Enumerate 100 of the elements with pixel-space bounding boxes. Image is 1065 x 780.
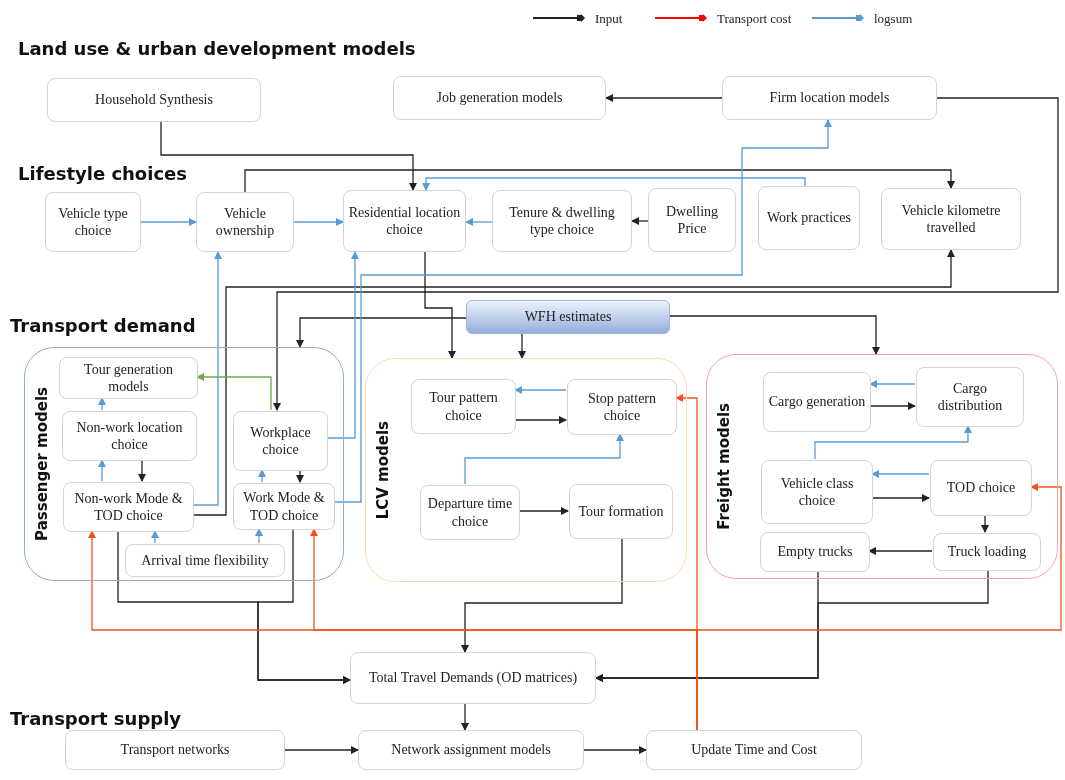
process-box bbox=[343, 190, 466, 252]
arrow bbox=[296, 317, 467, 348]
arrow bbox=[981, 514, 989, 533]
node-label: Job generation models bbox=[436, 89, 563, 107]
arrow bbox=[333, 119, 832, 503]
arrow bbox=[424, 251, 456, 359]
arrow bbox=[465, 218, 493, 226]
process-box bbox=[420, 485, 520, 540]
arrow bbox=[192, 249, 955, 516]
arrow bbox=[273, 97, 1059, 411]
process-box bbox=[45, 192, 141, 252]
node-label: Vehicle ownership bbox=[214, 204, 276, 240]
arrow bbox=[696, 483, 1062, 731]
process-box bbox=[933, 533, 1041, 571]
legend-label: Input bbox=[595, 10, 623, 28]
node-label: Work practices bbox=[767, 209, 851, 227]
node-label: Network assignment models bbox=[391, 741, 551, 759]
node-label: Tour formation bbox=[578, 502, 664, 521]
section-heading: Transport supply bbox=[10, 707, 182, 731]
node-label: Departure time choice bbox=[426, 495, 514, 530]
arrow bbox=[196, 373, 272, 411]
arrow bbox=[257, 528, 351, 684]
process-box bbox=[411, 379, 516, 434]
arrow bbox=[464, 433, 624, 485]
node-label: Cargo distribution bbox=[936, 379, 1004, 415]
arrow bbox=[868, 547, 933, 555]
arrow bbox=[871, 470, 930, 478]
process-box bbox=[760, 532, 870, 572]
arrow bbox=[869, 402, 916, 410]
arrow bbox=[98, 397, 106, 411]
group-title: LCV models bbox=[373, 420, 393, 520]
arrow bbox=[293, 218, 344, 226]
node-label: Vehicle class choice bbox=[779, 474, 855, 510]
node-label: Tour pattern choice bbox=[428, 389, 499, 424]
node-label: Non-work location choice bbox=[75, 418, 184, 454]
process-box bbox=[393, 76, 606, 120]
section-heading: Transport demand bbox=[10, 314, 196, 338]
node-label: Vehicle type choice bbox=[57, 204, 129, 240]
arrow bbox=[151, 530, 159, 544]
node-label: Tour generation models bbox=[83, 360, 174, 396]
process-box bbox=[916, 367, 1024, 427]
node-label: Arrival time flexibility bbox=[141, 551, 269, 570]
group-title: Passenger models bbox=[32, 387, 52, 541]
arrow bbox=[814, 425, 972, 460]
arrow bbox=[518, 507, 569, 515]
node-label: WFH estimates bbox=[524, 308, 612, 326]
node-label: Household Synthesis bbox=[95, 91, 213, 109]
arrow bbox=[514, 416, 567, 424]
node-label: Tenure & dwelling type choice bbox=[508, 203, 616, 239]
process-box bbox=[492, 190, 632, 252]
section-heading: Lifestyle choices bbox=[18, 162, 187, 186]
process-box bbox=[125, 544, 285, 577]
arrow bbox=[461, 537, 623, 653]
process-box bbox=[47, 78, 261, 122]
section-heading: Land use & urban development models bbox=[18, 37, 416, 61]
group-panel bbox=[365, 358, 687, 582]
arrow bbox=[871, 494, 930, 502]
node-label: Residential location choice bbox=[348, 203, 461, 239]
node-label: Truck loading bbox=[947, 543, 1027, 561]
node-label: Non-work Mode & TOD choice bbox=[73, 489, 184, 525]
arrow bbox=[98, 459, 106, 482]
node-label: TOD choice bbox=[946, 479, 1016, 497]
process-box bbox=[722, 76, 937, 120]
arrow bbox=[461, 703, 469, 731]
arrow bbox=[255, 528, 263, 544]
process-box bbox=[233, 411, 328, 471]
legend-label: logsum bbox=[874, 10, 913, 28]
estimate-box bbox=[466, 300, 670, 334]
process-box bbox=[763, 372, 871, 432]
node-label: Empty trucks bbox=[777, 543, 853, 561]
process-box bbox=[350, 652, 596, 704]
arrow bbox=[140, 218, 197, 226]
process-box bbox=[761, 460, 873, 524]
node-label: Total Travel Demands (OD matrices) bbox=[368, 669, 578, 687]
arrow bbox=[583, 746, 647, 754]
arrow bbox=[284, 746, 359, 754]
process-box bbox=[65, 730, 285, 770]
node-label: Stop pattern choice bbox=[586, 389, 657, 425]
node-label: Workplace choice bbox=[249, 423, 312, 459]
node-label: Vehicle kilometre travelled bbox=[900, 201, 1002, 237]
process-box bbox=[569, 484, 673, 539]
legend-label: Transport cost bbox=[717, 10, 792, 28]
arrow bbox=[138, 459, 146, 482]
group-title: Freight models bbox=[714, 403, 734, 530]
process-box bbox=[648, 188, 736, 252]
arrow bbox=[192, 251, 222, 506]
arrow bbox=[595, 569, 989, 682]
process-box bbox=[233, 483, 335, 530]
node-label: Dwelling Price bbox=[664, 202, 720, 238]
arrow bbox=[244, 169, 955, 193]
node-label: Transport networks bbox=[120, 741, 230, 759]
node-label: Firm location models bbox=[769, 89, 890, 107]
arrow bbox=[422, 177, 806, 191]
arrow bbox=[631, 217, 649, 225]
process-box bbox=[930, 460, 1032, 516]
group-panel bbox=[24, 347, 344, 581]
arrow bbox=[326, 251, 359, 439]
process-box bbox=[881, 188, 1021, 250]
process-box bbox=[358, 730, 584, 770]
arrow bbox=[605, 94, 723, 102]
